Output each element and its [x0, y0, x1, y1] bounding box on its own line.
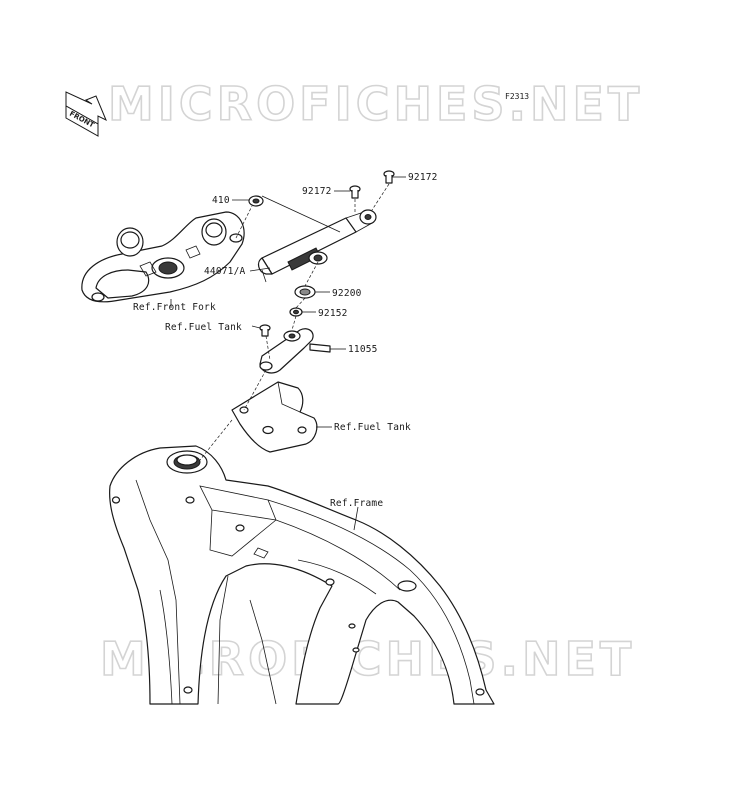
- label-ref-fuel-tank-2: Ref.Fuel Tank: [334, 422, 411, 433]
- bushing-92200: [294, 285, 316, 299]
- bolt-92172-a: [349, 185, 361, 212]
- steering-damper-44071: [257, 209, 377, 283]
- label-ref-front-fork: Ref.Front Fork: [133, 302, 216, 313]
- label-92172-a: 92172: [302, 186, 332, 197]
- label-92152: 92152: [318, 308, 348, 319]
- assembly-guide-lines: [199, 205, 319, 461]
- label-92172-b: 92172: [408, 172, 438, 183]
- label-ref-fuel-tank-1: Ref.Fuel Tank: [165, 322, 242, 333]
- bracket-11055: [259, 328, 331, 374]
- label-92200: 92200: [332, 288, 362, 299]
- leader-lines: [170, 176, 406, 531]
- label-410: 410: [212, 195, 230, 206]
- label-44071: 44071/A: [204, 266, 246, 277]
- label-ref-frame: Ref.Frame: [330, 498, 383, 509]
- front-fork-triple-clamp: [81, 211, 245, 303]
- front-arrow-icon: FRONT: [65, 91, 107, 137]
- fuel-tank-mount-bracket: [231, 381, 318, 453]
- part-410-washer: [248, 195, 264, 207]
- collar-92152: [289, 307, 303, 317]
- motorcycle-frame: [109, 445, 495, 705]
- bolt-92172-b: [371, 170, 395, 211]
- fuel-tank-bolt: [259, 324, 271, 337]
- diagram-code: F2313: [505, 92, 529, 101]
- label-11055: 11055: [348, 344, 378, 355]
- watermark-top: MICROFICHES.NET: [108, 77, 643, 131]
